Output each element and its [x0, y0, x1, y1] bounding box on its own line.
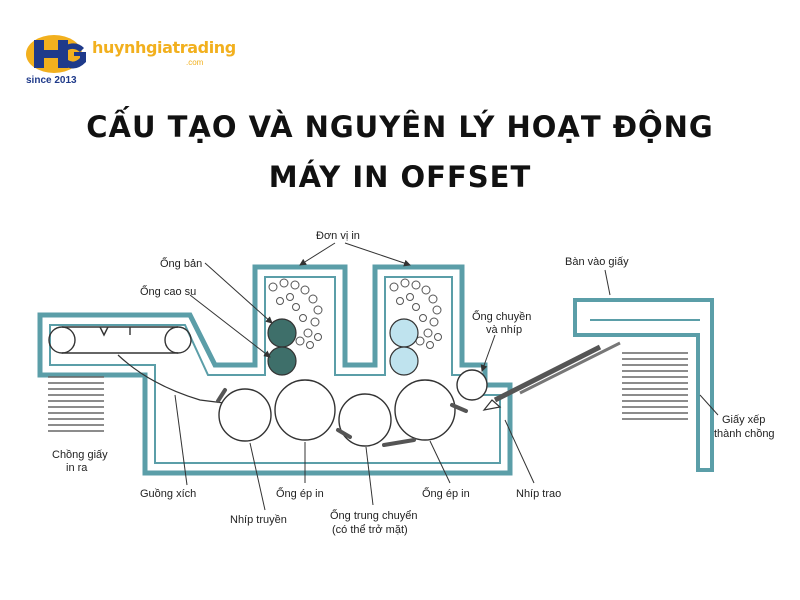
label-guong-xich: Guồng xích — [140, 488, 196, 500]
label-ong-trung-chuyen-2: (có thể trở mặt) — [332, 524, 408, 536]
label-ong-ban: Ống bản — [160, 256, 202, 270]
page-title-line-2: MÁY IN OFFSET — [268, 160, 532, 194]
blanket-cylinder-1 — [267, 346, 297, 376]
delivery-pile — [48, 376, 104, 432]
logo-since: since 2013 — [26, 75, 77, 86]
blanket-cylinder-2 — [389, 346, 419, 376]
plate-cylinder-1 — [267, 318, 297, 348]
logo-brand: huynhgiatrading — [92, 38, 236, 57]
transfer-cylinder — [456, 369, 488, 401]
label-ong-chuyen-1: Ống chuyền — [472, 309, 531, 323]
feeder-frame — [573, 298, 714, 472]
label-ong-cao-su: Ống cao su — [140, 284, 196, 298]
label-giay-xep-1: Giấy xếp — [722, 414, 765, 426]
impression-cylinder-1 — [274, 379, 336, 441]
page-title-line-1: CẤU TẠO VÀ NGUYÊN LÝ HOẠT ĐỘNG — [86, 110, 714, 144]
label-don-vi-in: Đơn vị in — [316, 230, 360, 242]
label-nhip-truyen: Nhíp truyền — [230, 514, 287, 526]
label-ong-ep-in-1: Ống ép in — [276, 486, 324, 500]
label-ong-ep-in-2: Ống ép in — [422, 486, 470, 500]
impression-cylinder-2 — [394, 379, 456, 441]
nhip-trao-hook — [482, 399, 502, 411]
label-chong-giay-1: Chồng giấy — [52, 449, 108, 461]
delivery-chain — [48, 326, 192, 354]
label-ong-trung-chuyen-1: Ống trung chuyển — [330, 508, 417, 522]
intermediate-cylinder — [338, 393, 392, 447]
machine-frame-inner — [49, 276, 501, 464]
label-ban-vao-giay: Bàn vào giấy — [565, 256, 629, 268]
main-cylinders — [218, 369, 488, 447]
feed-board — [493, 344, 602, 403]
logo-mark-icon — [26, 35, 86, 73]
plate-cylinder-2 — [389, 318, 419, 348]
machine-frame — [37, 264, 513, 476]
logo-tld: .com — [186, 58, 204, 67]
label-ong-chuyen-2: và nhíp — [486, 324, 522, 336]
label-nhip-trao: Nhíp trao — [516, 488, 561, 500]
label-chong-giay-2: in ra — [66, 462, 88, 474]
offset-press-diagram: Đơn vị in Ống bản Ống cao su Bàn vào giấ… — [37, 230, 775, 536]
chain-return — [117, 354, 241, 406]
feeder-pile — [622, 352, 688, 420]
ink-rollers-unit-1 — [268, 278, 323, 349]
transfer-gripper-cylinder — [218, 388, 272, 442]
feed-board-2 — [519, 341, 621, 395]
label-giay-xep-2: thành chồng — [714, 428, 775, 440]
ink-rollers-unit-2 — [389, 278, 442, 349]
gripper-bars — [216, 388, 468, 447]
logo: huynhgiatrading .com since 2013 — [18, 30, 236, 90]
leader-lines — [174, 242, 719, 511]
